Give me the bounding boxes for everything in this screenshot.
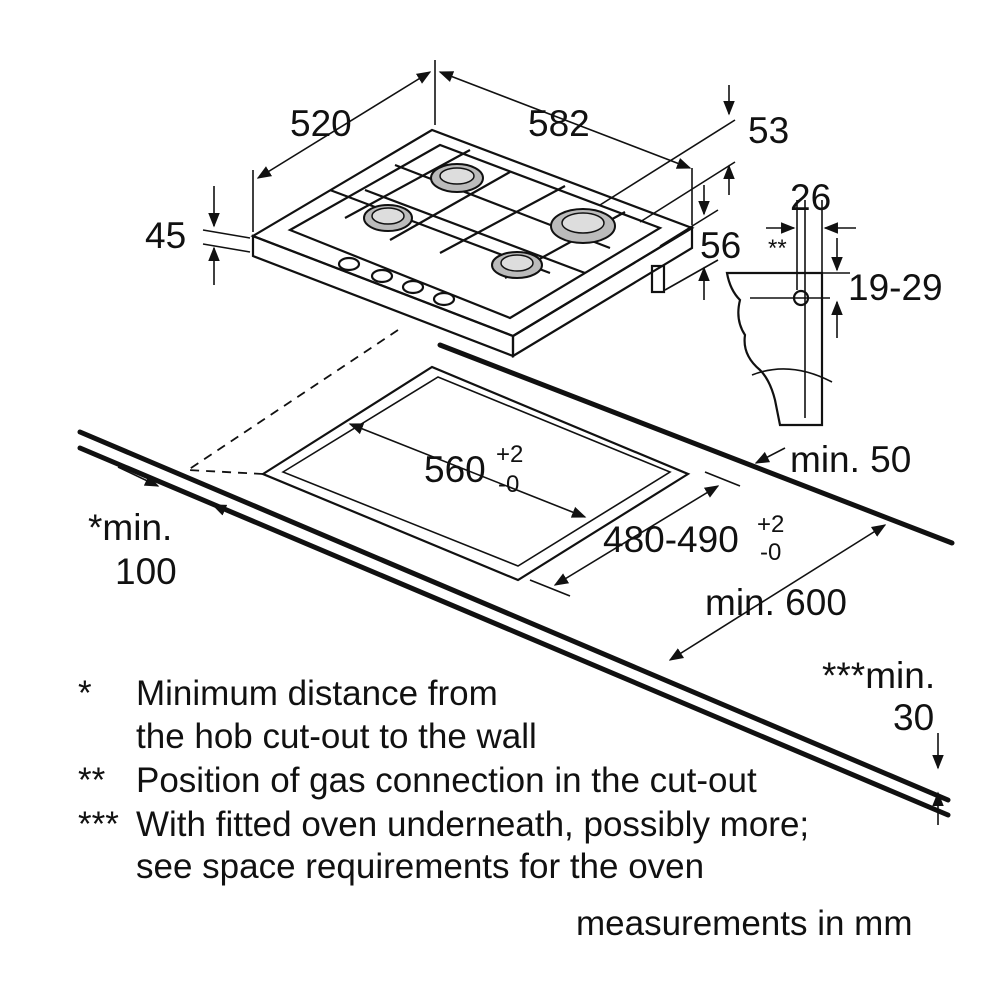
note-2-marker: **	[78, 761, 106, 800]
dim-hob-underside: 56	[700, 225, 741, 266]
side-section-detail	[725, 200, 856, 427]
dim-cutout-depth-tol-plus: +2	[757, 511, 784, 538]
note-1-line-1: Minimum distance from	[136, 674, 498, 713]
note-3-line-1: With fitted oven underneath, possibly mo…	[136, 805, 809, 844]
control-knobs	[337, 256, 456, 307]
dimension-labels: 520 582 53 45 56 26 ** 19-29 560 +2 -0 4…	[88, 103, 943, 738]
dim-wall-min-prefix: *min.	[88, 507, 172, 548]
dim-hob-height-total: 53	[748, 110, 789, 151]
note-1-line-2: the hob cut-out to the wall	[136, 717, 537, 756]
units-note: measurements in mm	[576, 904, 912, 943]
note-1-marker: *	[78, 674, 92, 713]
dim-hob-height-front: 45	[145, 215, 186, 256]
dim-wall-min-value: 100	[115, 551, 177, 592]
note-2-line-1: Position of gas connection in the cut-ou…	[136, 761, 757, 800]
hob-side-face	[511, 226, 694, 358]
hob-drawing	[250, 128, 695, 358]
dim-cutout-width-tol-minus: -0	[498, 471, 519, 498]
dim-rear-min: min. 50	[790, 439, 911, 480]
dim-cutout-depth-tol-minus: -0	[760, 539, 781, 566]
gas-connection-stub	[650, 264, 666, 294]
cutout-inner	[281, 376, 672, 567]
dim-connection-height: 19-29	[848, 267, 943, 308]
hob-top-plate	[250, 128, 695, 338]
dim-worktop-min: min. 600	[705, 582, 847, 623]
note-3-line-2: see space requirements for the oven	[136, 847, 704, 886]
dim-cutout-width: 560	[424, 449, 486, 490]
dim-cutout-depth: 480-490	[603, 519, 739, 560]
worktop	[77, 329, 955, 825]
dim-oven-min-prefix: ***min.	[822, 655, 935, 696]
footnotes: * Minimum distance from the hob cut-out …	[78, 674, 912, 943]
hob-front-face	[251, 234, 515, 358]
note-3-marker: ***	[78, 805, 119, 844]
burners	[363, 163, 616, 279]
hob-dimension-lines	[202, 60, 736, 300]
cutout-outline	[260, 365, 691, 582]
dim-oven-min-value: 30	[893, 697, 934, 738]
dim-connection-offset: 26	[790, 177, 831, 218]
dim-hob-depth: 520	[290, 103, 352, 144]
dim-hob-width: 582	[528, 103, 590, 144]
dim-cutout-width-tol-plus: +2	[496, 441, 523, 468]
connection-marker: **	[768, 235, 787, 262]
